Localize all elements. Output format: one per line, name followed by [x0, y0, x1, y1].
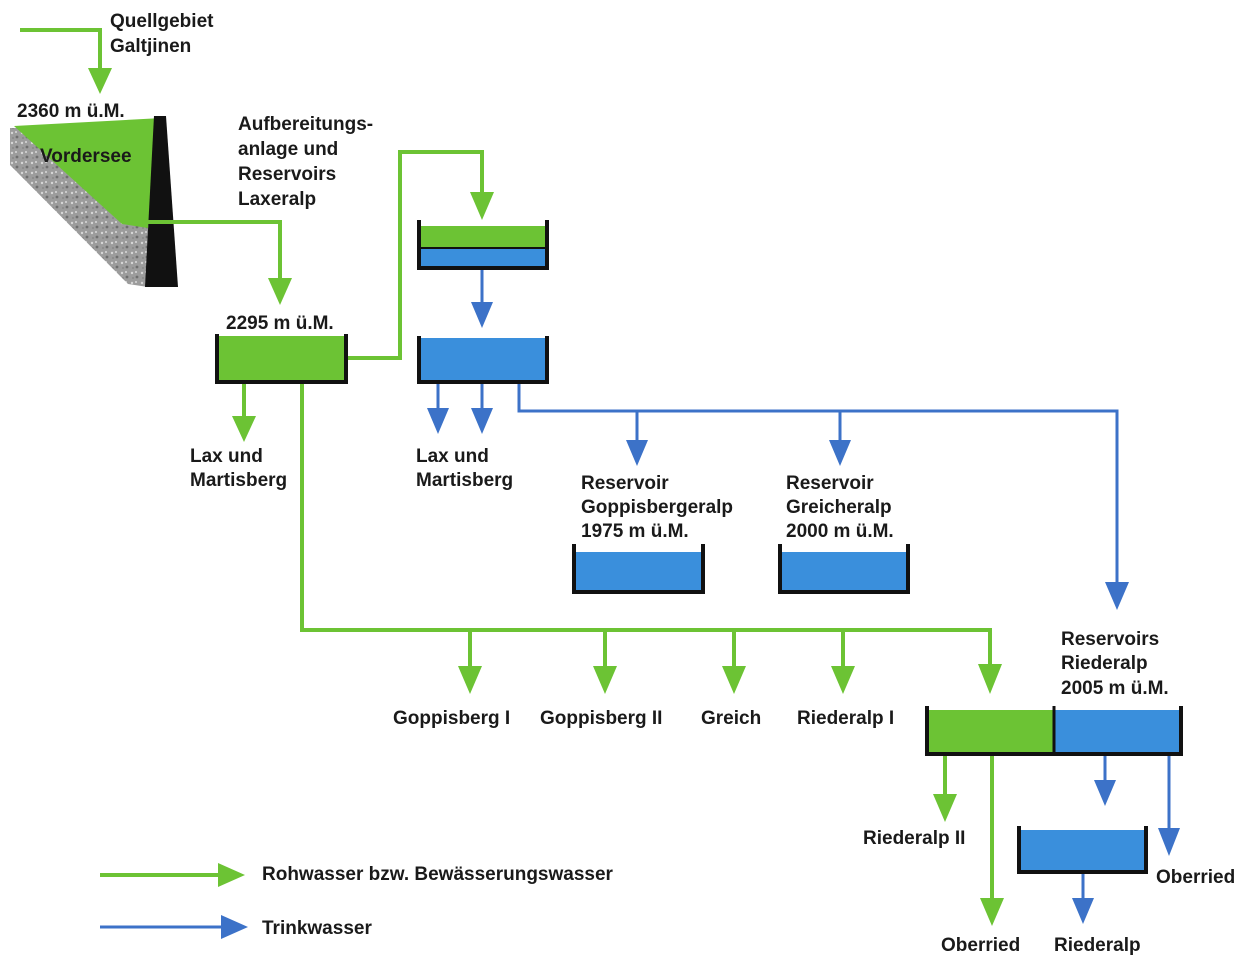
greicheralp-outline	[778, 544, 910, 594]
oberried-green-arrowhead	[980, 898, 1004, 926]
lax-blue-arrowhead-2	[471, 408, 493, 434]
greich-label: Greich	[701, 708, 761, 729]
legend: Rohwasser bzw. Bewässerungswasser Trinkw…	[100, 863, 614, 939]
oberried-blue-arrowhead	[1158, 828, 1180, 856]
legend-drinking-water-label: Trinkwasser	[262, 918, 372, 939]
lake-name: Vordersee	[40, 146, 132, 167]
goppisbergeralp-label-3: 1975 m ü.M.	[581, 521, 689, 542]
dam-wall	[145, 116, 178, 287]
laxeralp-drinking-water	[421, 338, 545, 380]
laxeralp-altitude: 2295 m ü.M.	[226, 313, 334, 334]
treatment-label-3: Reservoirs	[238, 164, 336, 185]
raw-water-network	[20, 28, 1004, 926]
lax-green-label-2: Martisberg	[190, 470, 287, 491]
treatment-label-4: Laxeralp	[238, 189, 316, 210]
treatment-arrowhead	[470, 192, 494, 220]
laxeralp-basin-outline	[215, 334, 348, 384]
riederalp-village-arrowhead	[1072, 898, 1094, 924]
treatment-plant-basin	[417, 220, 549, 270]
riederalp-down-arrowhead	[1094, 780, 1116, 806]
laxeralp-arrowhead	[268, 278, 292, 305]
riederalp1-arrowhead	[831, 666, 855, 694]
riederalp2-arrowhead	[933, 794, 957, 822]
riederalp-drinking-chamber	[1055, 710, 1179, 752]
oberried-green-label: Oberried	[941, 935, 1020, 956]
drinking-water-network	[427, 268, 1180, 924]
goppisberg2-arrowhead	[593, 666, 617, 694]
riederalp-village-water	[1021, 830, 1144, 870]
oberried-blue-label: Oberried	[1156, 867, 1235, 888]
riederalp-village-label: Riederalp	[1054, 935, 1141, 956]
lake-altitude: 2360 m ü.M.	[17, 101, 125, 122]
goppisbergeralp-basin	[572, 544, 705, 594]
greicheralp-label-1: Reservoir	[786, 473, 874, 494]
treatment-basin-outline	[417, 220, 549, 270]
legend-drinking-water-arrowhead	[221, 915, 248, 939]
riederalp-village-basin	[1017, 826, 1148, 874]
riederalp-outline	[925, 706, 1183, 756]
goppisberg1-arrowhead	[458, 666, 482, 694]
riederalp2-label: Riederalp II	[863, 828, 965, 849]
riederalp-basin	[925, 706, 1183, 756]
lax-blue-label-1: Lax und	[416, 446, 489, 467]
lake-to-laxeralp-line	[146, 220, 282, 282]
source-inflow-line	[20, 28, 102, 72]
legend-raw-water-arrowhead	[218, 863, 245, 887]
treatment-label-2: anlage und	[238, 139, 338, 160]
laxeralp-basin-water	[219, 336, 344, 380]
riederalp-green-arrowhead	[978, 664, 1002, 694]
source-label-1: Quellgebiet	[110, 11, 214, 32]
riederalp-reservoirs-label-2: Riederalp	[1061, 653, 1148, 674]
treatment-down-arrowhead	[471, 302, 493, 328]
riederalp-village-outline	[1017, 826, 1148, 874]
laxeralp-drinking-outline	[417, 336, 549, 384]
goppisbergeralp-arrowhead	[626, 440, 648, 466]
treatment-clean-layer	[421, 249, 545, 267]
lax-blue-label-2: Martisberg	[416, 470, 513, 491]
laxeralp-drinking-basin	[417, 336, 549, 384]
source-arrowhead	[88, 68, 112, 94]
greicheralp-label-3: 2000 m ü.M.	[786, 521, 894, 542]
legend-raw-water-label: Rohwasser bzw. Bewässerungswasser	[262, 864, 614, 885]
riederalp-blue-arrowhead	[1105, 582, 1129, 610]
goppisbergeralp-outline	[572, 544, 705, 594]
riederalp-raw-chamber	[929, 710, 1053, 752]
vordersee-lake	[10, 116, 178, 287]
riederalp-reservoirs-label-1: Reservoirs	[1061, 629, 1159, 650]
goppisbergeralp-label-1: Reservoir	[581, 473, 669, 494]
greich-arrowhead	[722, 666, 746, 694]
greicheralp-arrowhead	[829, 440, 851, 466]
goppisbergeralp-water	[576, 552, 701, 590]
laxeralp-basin	[215, 334, 348, 384]
goppisbergeralp-label-2: Goppisbergeralp	[581, 497, 733, 518]
goppisberg1-label: Goppisberg I	[393, 708, 510, 729]
lax-green-arrowhead	[232, 416, 256, 442]
laxeralp-to-treatment-line	[345, 150, 484, 360]
lake-water	[14, 118, 162, 228]
lax-green-label-1: Lax und	[190, 446, 263, 467]
lax-blue-arrowhead-1	[427, 408, 449, 434]
riederalp1-label: Riederalp I	[797, 708, 894, 729]
greicheralp-water	[782, 552, 906, 590]
riederalp-reservoirs-label-3: 2005 m ü.M.	[1061, 678, 1169, 699]
greicheralp-label-2: Greicheralp	[786, 497, 892, 518]
main-drinking-line	[517, 382, 1119, 584]
source-label-2: Galtjinen	[110, 36, 191, 57]
greicheralp-basin	[778, 544, 910, 594]
treatment-label-1: Aufbereitungs-	[238, 114, 373, 135]
goppisberg2-label: Goppisberg II	[540, 708, 662, 729]
main-irrigation-line	[300, 382, 992, 666]
treatment-raw-layer	[421, 226, 545, 247]
